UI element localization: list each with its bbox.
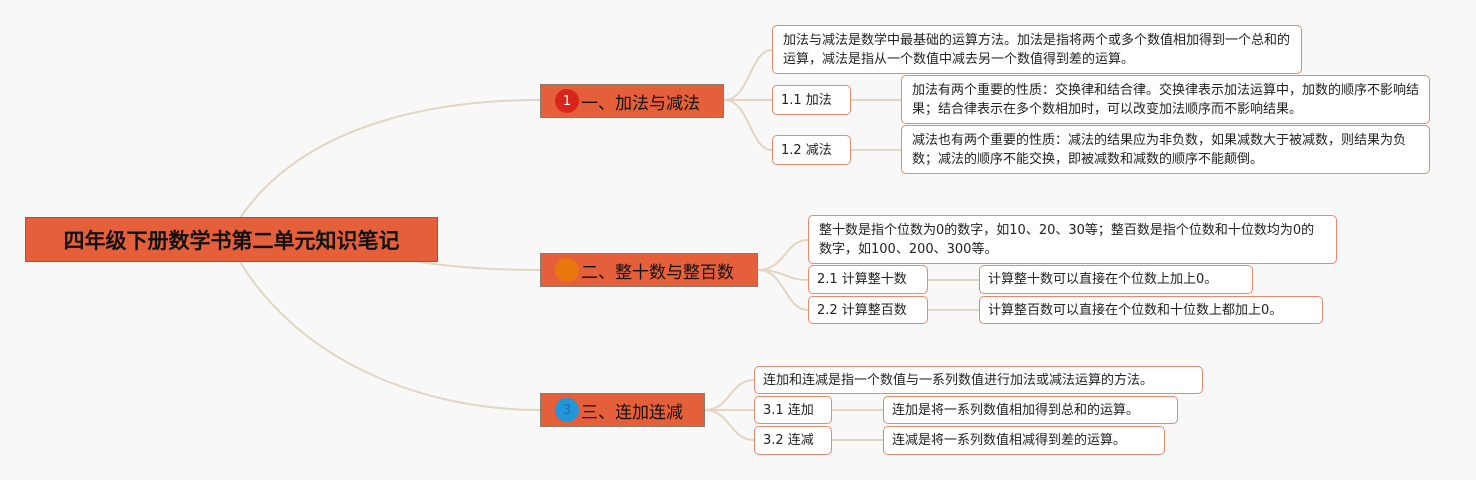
subtopic-1-1[interactable]: 1.1 加法 <box>772 85 851 115</box>
subtopic-3-1[interactable]: 3.1 连加 <box>754 396 832 424</box>
subtopic-3-2-description[interactable]: 连减是将一系列数值相减得到差的运算。 <box>883 426 1165 455</box>
number-badge-icon: 2 <box>555 258 579 282</box>
subtopic-3-2[interactable]: 3.2 连减 <box>754 426 832 455</box>
branch-title: 三、连加连减 <box>581 402 683 423</box>
branch-1-description[interactable]: 加法与减法是数学中最基础的运算方法。加法是指将两个或多个数值相加得到一个总和的运… <box>772 25 1302 74</box>
branch-title: 二、整十数与整百数 <box>581 262 734 283</box>
branch-title: 一、加法与减法 <box>581 93 700 114</box>
subtopic-2-2[interactable]: 2.2 计算整百数 <box>808 296 928 324</box>
branch-1[interactable]: 1 一、加法与减法 <box>540 84 724 118</box>
branch-2[interactable]: 2 二、整十数与整百数 <box>540 253 758 287</box>
branch-2-description[interactable]: 整十数是指个位数为0的数字，如10、20、30等；整百数是指个位数和十位数均为0… <box>808 215 1337 264</box>
subtopic-1-2[interactable]: 1.2 减法 <box>772 135 851 165</box>
branch-3-description[interactable]: 连加和连减是指一个数值与一系列数值进行加法或减法运算的方法。 <box>754 366 1203 394</box>
subtopic-1-2-description[interactable]: 减法也有两个重要的性质：减法的结果应为非负数，如果减数大于被减数，则结果为负数；… <box>901 125 1430 174</box>
subtopic-2-2-description[interactable]: 计算整百数可以直接在个位数和十位数上都加上0。 <box>979 296 1323 324</box>
root-title: 四年级下册数学书第二单元知识笔记 <box>63 228 400 253</box>
subtopic-3-1-description[interactable]: 连加是将一系列数值相加得到总和的运算。 <box>883 396 1178 424</box>
number-badge-icon: 3 <box>555 398 579 422</box>
number-badge-icon: 1 <box>555 89 579 113</box>
branch-3[interactable]: 3 三、连加连减 <box>540 393 705 427</box>
subtopic-2-1[interactable]: 2.1 计算整十数 <box>808 265 928 294</box>
subtopic-2-1-description[interactable]: 计算整十数可以直接在个位数上加上0。 <box>979 265 1253 294</box>
root-topic[interactable]: 四年级下册数学书第二单元知识笔记 <box>25 217 438 262</box>
subtopic-1-1-description[interactable]: 加法有两个重要的性质：交换律和结合律。交换律表示加法运算中，加数的顺序不影响结果… <box>901 75 1430 124</box>
